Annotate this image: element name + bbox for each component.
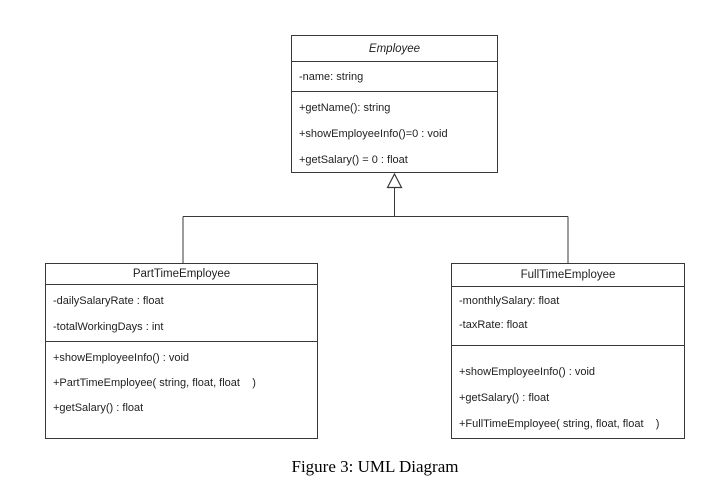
class-method: +showEmployeeInfo()=0 : void	[299, 128, 448, 140]
class-method: +FullTimeEmployee( string, float, float …	[459, 418, 660, 430]
class-attributes: -name: string	[292, 62, 497, 92]
class-methods: +getName(): string +showEmployeeInfo()=0…	[292, 92, 497, 173]
class-methods: +showEmployeeInfo() : void +PartTimeEmpl…	[46, 342, 317, 421]
class-attribute: -totalWorkingDays : int	[53, 321, 164, 333]
class-methods: +showEmployeeInfo() : void +getSalary() …	[452, 346, 684, 437]
class-title: PartTimeEmployee	[46, 264, 317, 285]
class-box-parttimeemployee: PartTimeEmployee -dailySalaryRate : floa…	[45, 263, 318, 439]
class-method: +showEmployeeInfo() : void	[53, 352, 190, 364]
class-box-employee: Employee -name: string +getName(): strin…	[291, 35, 498, 173]
class-title: FullTimeEmployee	[452, 264, 684, 287]
class-method: +getSalary() : float	[459, 392, 550, 404]
class-attributes: -monthlySalary: float -taxRate: float	[452, 287, 684, 346]
class-attribute: -name: string	[299, 71, 364, 83]
class-attribute: -monthlySalary: float	[459, 295, 560, 307]
class-attribute: -dailySalaryRate : float	[53, 295, 164, 307]
class-method: +getName(): string	[299, 102, 391, 114]
class-title: Employee	[292, 36, 497, 62]
class-box-fulltimeemployee: FullTimeEmployee -monthlySalary: float -…	[451, 263, 685, 439]
class-method: +getSalary() = 0 : float	[299, 154, 408, 166]
figure-caption: Figure 3: UML Diagram	[291, 457, 459, 476]
class-method: +getSalary() : float	[53, 402, 144, 414]
class-attribute: -taxRate: float	[459, 319, 528, 331]
class-method: +PartTimeEmployee( string, float, float …	[53, 377, 256, 389]
class-method: +showEmployeeInfo() : void	[459, 366, 596, 378]
class-attributes: -dailySalaryRate : float -totalWorkingDa…	[46, 285, 317, 342]
generalization-arrow-icon	[386, 172, 403, 189]
